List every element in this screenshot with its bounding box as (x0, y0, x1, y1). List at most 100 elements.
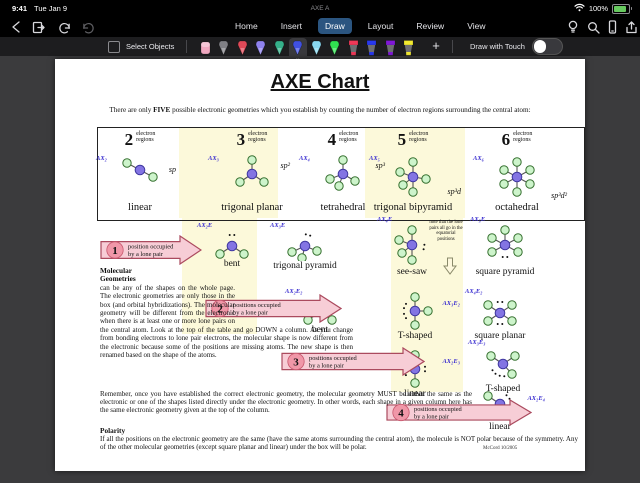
geometry-name: T-shaped (397, 331, 433, 341)
tab-view[interactable]: View (467, 21, 486, 31)
geometry-name: tetrahedral (320, 202, 366, 213)
hybridization-label: sp² (280, 161, 290, 170)
draw-with-touch-label: Draw with Touch (470, 42, 525, 51)
pen-red[interactable] (233, 38, 252, 56)
undo-icon[interactable] (56, 19, 72, 35)
ax-formula: AX₂E₃ (442, 358, 460, 365)
region-count: 4 (327, 130, 337, 149)
highlighter-red[interactable] (344, 38, 363, 56)
ax-formula: AX₅ (369, 155, 380, 162)
document-title: AXE A (310, 5, 330, 12)
select-objects-checkbox[interactable] (108, 40, 120, 53)
region-count: 6 (501, 130, 511, 149)
geometry-name: linear (404, 389, 426, 399)
add-pen-button[interactable]: + (432, 38, 440, 53)
ax-formula: AX₃E (270, 222, 286, 229)
hybridization-label: sp (168, 165, 176, 174)
molecular-geometry-square-planar-AX₄E₂: AX₄E₂ square planar (457, 288, 543, 341)
molecule-diagram-bipyr5 (395, 157, 431, 197)
region-count: 5 (397, 130, 407, 149)
molecule-diagram-tshape2 (403, 292, 433, 330)
document-canvas[interactable]: AXE Chart There are only FIVE possible e… (0, 56, 640, 483)
select-objects[interactable]: Select Objects (108, 40, 174, 53)
ax-formula: AX₄E (377, 216, 393, 223)
svg-text:position occupied: position occupied (128, 244, 174, 251)
svg-text:by a lone pair: by a lone pair (233, 310, 269, 317)
molecular-geometries-heading: Molecular Geometries (100, 266, 136, 284)
region-count: 2 (124, 130, 134, 149)
region-count: 3 (236, 130, 246, 149)
share-icon[interactable] (623, 19, 639, 35)
down-arrow-icon (443, 257, 457, 280)
tab-insert[interactable]: Insert (280, 21, 302, 31)
device-icon[interactable] (604, 19, 620, 35)
molecule-diagram-bent1 (215, 234, 249, 259)
draw-toolbar: Select Objects ⌄ + Draw with Touch (0, 37, 640, 62)
ribbon-tabs: Home Insert Draw Layout Review View (228, 18, 492, 34)
intro-text: There are only FIVE possible electronic … (109, 106, 531, 114)
eraser-tool[interactable] (196, 38, 215, 56)
molecule-diagram-seesaw (394, 225, 426, 265)
clock: 9:41 (12, 4, 28, 13)
ax-formula: AX₄E₂ (465, 288, 483, 295)
pen-gray[interactable] (215, 38, 234, 56)
pen-blue[interactable]: ⌄ (288, 38, 307, 62)
svg-text:positions occupied: positions occupied (414, 406, 463, 413)
status-bar: 9:41 Tue Jan 9 AXE A 100% (0, 0, 640, 17)
equatorial-note: note that the lone pairs all go in the e… (429, 220, 463, 242)
geometry-name: octahedral (495, 202, 539, 213)
tab-home[interactable]: Home (235, 21, 258, 31)
pen-cyan[interactable] (307, 38, 326, 56)
molecule-diagram-trigonal3 (235, 155, 269, 187)
svg-text:1: 1 (112, 245, 118, 257)
toggle-knob (533, 40, 547, 53)
pen-green[interactable] (326, 38, 345, 56)
redo-icon[interactable] (80, 19, 96, 35)
lightbulb-icon[interactable] (565, 19, 581, 35)
tab-draw[interactable]: Draw (317, 18, 352, 34)
document-page[interactable]: AXE Chart There are only FIVE possible e… (55, 59, 585, 471)
ax-formula: AX₃ (208, 155, 219, 162)
tab-layout[interactable]: Layout (367, 21, 394, 31)
molecule-diagram-sqplan (483, 300, 517, 326)
geometry-name: linear (489, 422, 511, 432)
pen-teal[interactable] (270, 38, 289, 56)
ax-formula: AX₅E (470, 216, 486, 223)
export-page-icon[interactable] (30, 19, 46, 35)
highlighter-blue[interactable] (363, 38, 382, 56)
chevron-down-icon: ⌄ (289, 55, 308, 62)
back-icon[interactable] (8, 19, 24, 35)
ax-formula: AX₃E₃ (468, 339, 486, 346)
highlighter-yellow[interactable] (400, 38, 419, 56)
search-icon[interactable] (585, 19, 601, 35)
draw-with-touch-toggle[interactable] (531, 38, 563, 55)
svg-text:4: 4 (398, 407, 404, 419)
geometry-name: square planar (474, 331, 526, 341)
pen-lavender[interactable] (252, 38, 271, 56)
nav-bar: Home Insert Draw Layout Review View (0, 17, 640, 37)
hybridization-label: sp³ (375, 161, 385, 170)
geometry-name: bent (311, 325, 329, 335)
svg-text:by a lone pair: by a lone pair (414, 414, 450, 421)
highlighter-purple[interactable] (381, 38, 400, 56)
pen-tray: ⌄ (196, 37, 419, 62)
ax-formula: AX₄ (299, 155, 310, 162)
page-title: AXE Chart (270, 71, 370, 93)
hybridization-label: sp³d² (551, 191, 567, 200)
molecule-diagram-tetra4 (325, 155, 360, 191)
divider (452, 40, 453, 53)
tab-review[interactable]: Review (416, 21, 445, 31)
geometry-name: trigonal planar (221, 202, 283, 213)
